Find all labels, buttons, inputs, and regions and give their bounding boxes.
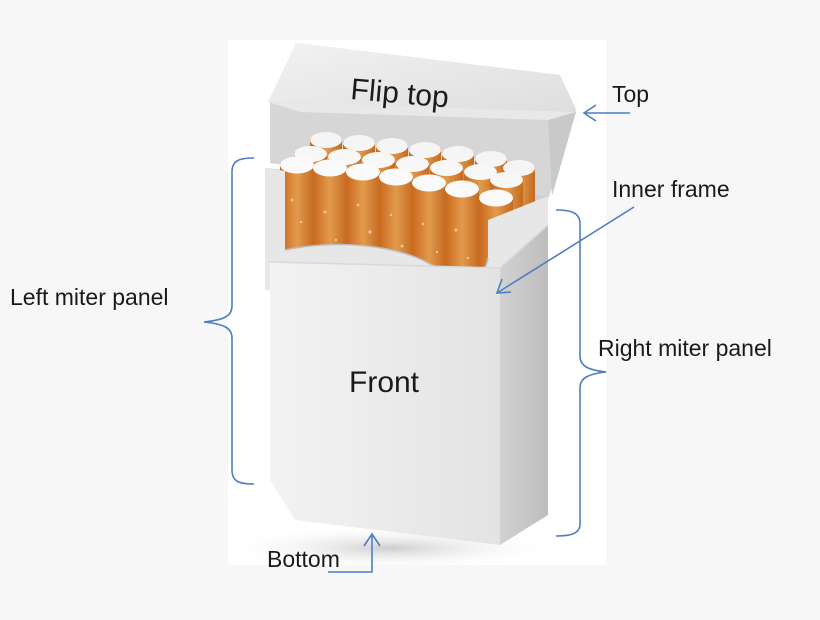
bottom-label: Bottom xyxy=(267,546,340,572)
right-miter-panel-label: Right miter panel xyxy=(598,335,772,361)
inner-frame-arrowhead xyxy=(495,278,512,294)
inner-frame-label: Inner frame xyxy=(612,176,730,202)
left-miter-bracket xyxy=(203,157,255,485)
bottom-arrowhead xyxy=(363,532,381,547)
front-label: Front xyxy=(349,366,420,399)
front-panel xyxy=(270,262,500,545)
inner-frame-arrow xyxy=(496,206,635,294)
left-miter-panel-label: Left miter panel xyxy=(10,284,169,310)
annotations xyxy=(203,104,635,573)
right-side-panel xyxy=(500,225,548,545)
top-label: Top xyxy=(612,81,650,107)
right-miter-bracket xyxy=(555,209,607,537)
top-arrowhead xyxy=(582,104,597,122)
bottom-arrow xyxy=(328,536,373,573)
